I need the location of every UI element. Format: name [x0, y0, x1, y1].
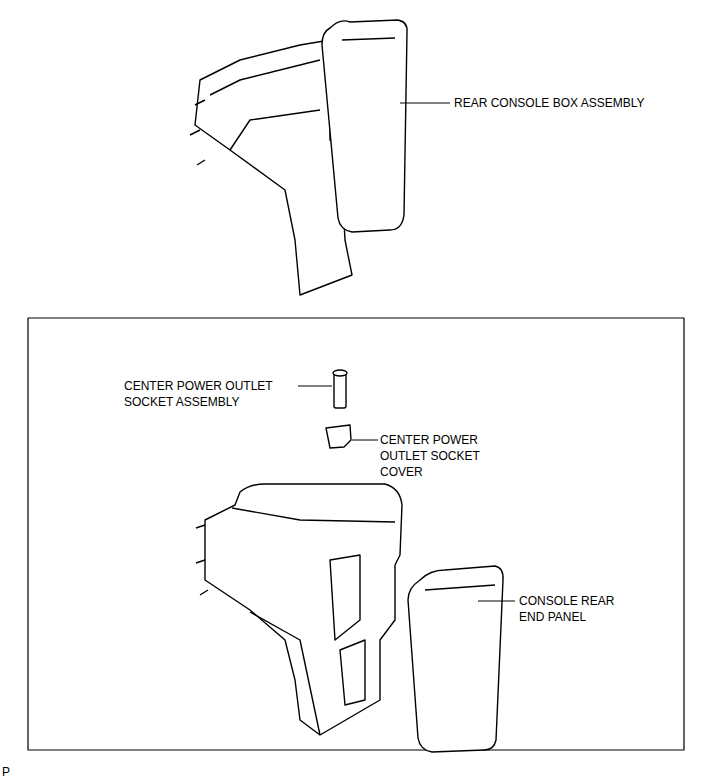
console-detail — [232, 508, 395, 735]
rear-console-box — [322, 20, 407, 232]
part-label: CENTER POWER OUTLET SOCKET ASSEMBLY — [124, 378, 296, 410]
socket-cover — [326, 425, 351, 448]
socket-rim — [333, 370, 347, 376]
part-label: REAR CONSOLE BOX ASSEMBLY — [454, 95, 694, 111]
part-label: CENTER POWER OUTLET SOCKET COVER — [380, 432, 522, 480]
group-frame — [28, 318, 684, 750]
leader-line — [400, 103, 450, 104]
console-detail — [210, 60, 320, 150]
end-panel — [408, 566, 503, 752]
console-bracket — [330, 555, 365, 705]
lid-edge — [342, 38, 395, 40]
panel-edge — [425, 585, 495, 590]
leader-line — [352, 440, 378, 441]
leader-line — [298, 386, 332, 387]
part-label: CONSOLE REAR END PANEL — [519, 593, 619, 625]
power-socket — [334, 372, 346, 408]
figure-code: P — [2, 764, 42, 780]
console-tab — [196, 525, 208, 595]
console-tab — [190, 100, 205, 165]
leader-line — [478, 601, 515, 602]
console-body — [205, 484, 402, 735]
